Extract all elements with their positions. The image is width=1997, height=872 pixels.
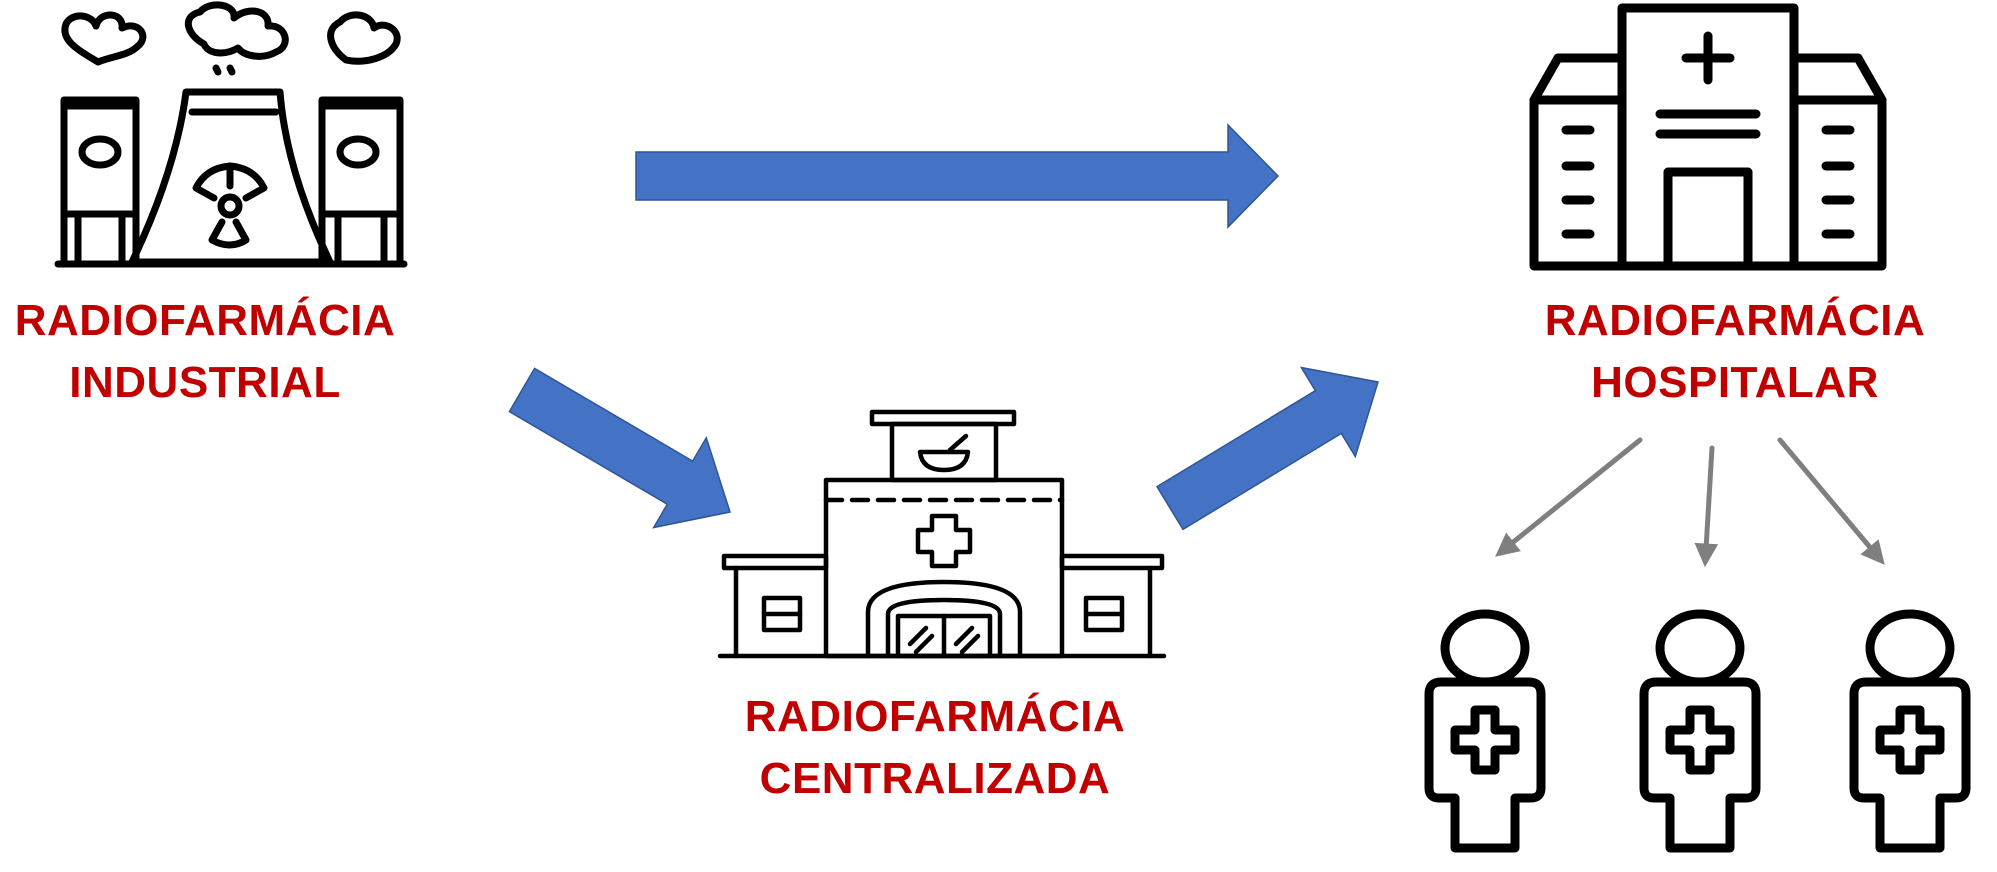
patient-icon bbox=[1429, 614, 1541, 848]
arrow-hospitalar-to-patient-1 bbox=[1495, 437, 1643, 557]
centralizada-label-line1: RADIOFARMÁCIA bbox=[744, 692, 1126, 741]
arrow-industrial-to-hospitalar bbox=[635, 123, 1280, 229]
industrial-label-line2: INDUSTRIAL bbox=[69, 358, 341, 407]
patient-icon bbox=[1644, 614, 1756, 848]
arrow-hospitalar-to-patient-2 bbox=[1694, 445, 1719, 568]
centralizada-label: RADIOFARMÁCIA CENTRALIZADA bbox=[725, 686, 1145, 810]
hospitalar-label-line2: HOSPITALAR bbox=[1591, 358, 1879, 407]
hospitalar-label: RADIOFARMÁCIA HOSPITALAR bbox=[1530, 290, 1940, 414]
arrow-hospitalar-to-patient-3 bbox=[1777, 437, 1885, 565]
arrow-centralizada-to-hospitalar bbox=[1155, 366, 1379, 531]
hospital-building-icon bbox=[1529, 3, 1887, 271]
hospitalar-label-line1: RADIOFARMÁCIA bbox=[1544, 296, 1926, 345]
industrial-label-line1: RADIOFARMÁCIA bbox=[14, 296, 396, 345]
centralizada-label-line2: CENTRALIZADA bbox=[759, 754, 1111, 803]
pharmacy-building-icon bbox=[717, 409, 1167, 659]
patient-icon bbox=[1854, 614, 1966, 848]
industrial-label: RADIOFARMÁCIA INDUSTRIAL bbox=[0, 290, 410, 414]
arrow-industrial-to-centralizada bbox=[508, 367, 731, 529]
nuclear-plant-icon bbox=[54, 1, 408, 268]
